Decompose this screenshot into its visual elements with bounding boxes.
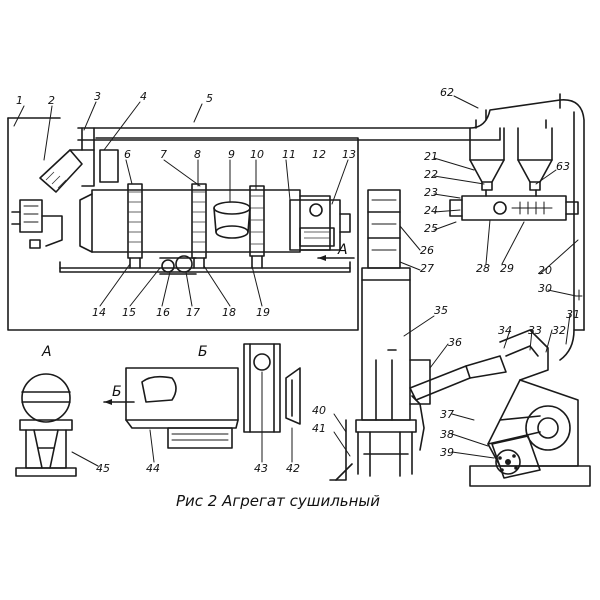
callout-numbers: 1 2 3 4 5 6 7 8 9 10 11 12 13 62 21 22 2… <box>16 86 580 475</box>
callout-27: 27 <box>420 262 434 275</box>
callout-3: 3 <box>94 90 101 103</box>
callout-40: 40 <box>312 404 326 417</box>
furnace <box>329 267 431 481</box>
callout-29: 29 <box>500 262 514 275</box>
callout-36: 36 <box>448 336 462 349</box>
lower-drive <box>159 255 197 275</box>
callout-7: 7 <box>160 148 167 161</box>
callout-25: 25 <box>424 222 438 235</box>
figure-caption: Рис 2 Агрегат сушильный <box>176 492 380 510</box>
callout-31: 31 <box>566 308 580 321</box>
callout-9: 9 <box>228 148 235 161</box>
callout-39: 39 <box>440 446 454 459</box>
arrow-b-label: Б <box>112 384 122 400</box>
callout-37: 37 <box>440 408 454 421</box>
section-arrow-a: А <box>317 242 355 261</box>
callout-30: 30 <box>538 282 552 295</box>
callout-28: 28 <box>476 262 490 275</box>
callout-33: 33 <box>528 324 542 337</box>
callout-12: 12 <box>312 148 326 161</box>
upper-assembly-frame <box>7 117 359 331</box>
view-a-drawing: А <box>15 344 77 477</box>
callout-62: 62 <box>440 86 454 99</box>
callout-32: 32 <box>552 324 566 337</box>
callout-24: 24 <box>424 204 438 217</box>
callout-41: 41 <box>312 422 326 435</box>
callout-63: 63 <box>556 160 570 173</box>
callout-8: 8 <box>194 148 201 161</box>
callout-44: 44 <box>146 462 160 475</box>
callout-2: 2 <box>48 94 55 107</box>
drum-drive-motor <box>289 199 351 251</box>
callout-14: 14 <box>92 306 106 319</box>
callout-42: 42 <box>286 462 300 475</box>
callout-4: 4 <box>140 90 147 103</box>
callout-22: 22 <box>424 168 438 181</box>
drum-tyres <box>127 183 265 269</box>
arrow-a-label: А <box>337 242 348 258</box>
callout-23: 23 <box>424 186 438 199</box>
gear-ring <box>213 201 251 239</box>
callout-43: 43 <box>254 462 268 475</box>
main-air-duct <box>77 93 585 361</box>
screw-conveyor <box>449 189 579 221</box>
callout-1: 1 <box>16 94 23 107</box>
callout-15: 15 <box>122 306 136 319</box>
callout-10: 10 <box>250 148 264 161</box>
callout-16: 16 <box>156 306 170 319</box>
callout-35: 35 <box>434 304 448 317</box>
exhaust-stack <box>367 189 401 269</box>
view-b-drawing: Б <box>125 343 301 449</box>
callout-20: 20 <box>538 264 552 277</box>
callout-17: 17 <box>186 306 200 319</box>
callout-26: 26 <box>420 244 434 257</box>
callout-6: 6 <box>124 148 131 161</box>
callout-13: 13 <box>342 148 356 161</box>
callout-19: 19 <box>256 306 270 319</box>
view-b-title: Б <box>198 344 208 360</box>
left-feeder <box>11 199 63 249</box>
cyclones <box>469 119 553 191</box>
callout-5: 5 <box>206 92 213 105</box>
blower-fan <box>469 329 591 487</box>
callout-38: 38 <box>440 428 454 441</box>
feed-hopper <box>39 127 119 193</box>
callout-45: 45 <box>96 462 110 475</box>
callout-34: 34 <box>498 324 512 337</box>
callout-21: 21 <box>424 150 438 163</box>
callout-18: 18 <box>222 306 236 319</box>
leader-lines <box>13 95 579 467</box>
burner-duct <box>409 355 507 451</box>
view-a-title: А <box>41 344 52 360</box>
callout-11: 11 <box>282 148 296 161</box>
fan-motor <box>491 435 541 479</box>
section-arrow-b: Б <box>103 384 135 405</box>
